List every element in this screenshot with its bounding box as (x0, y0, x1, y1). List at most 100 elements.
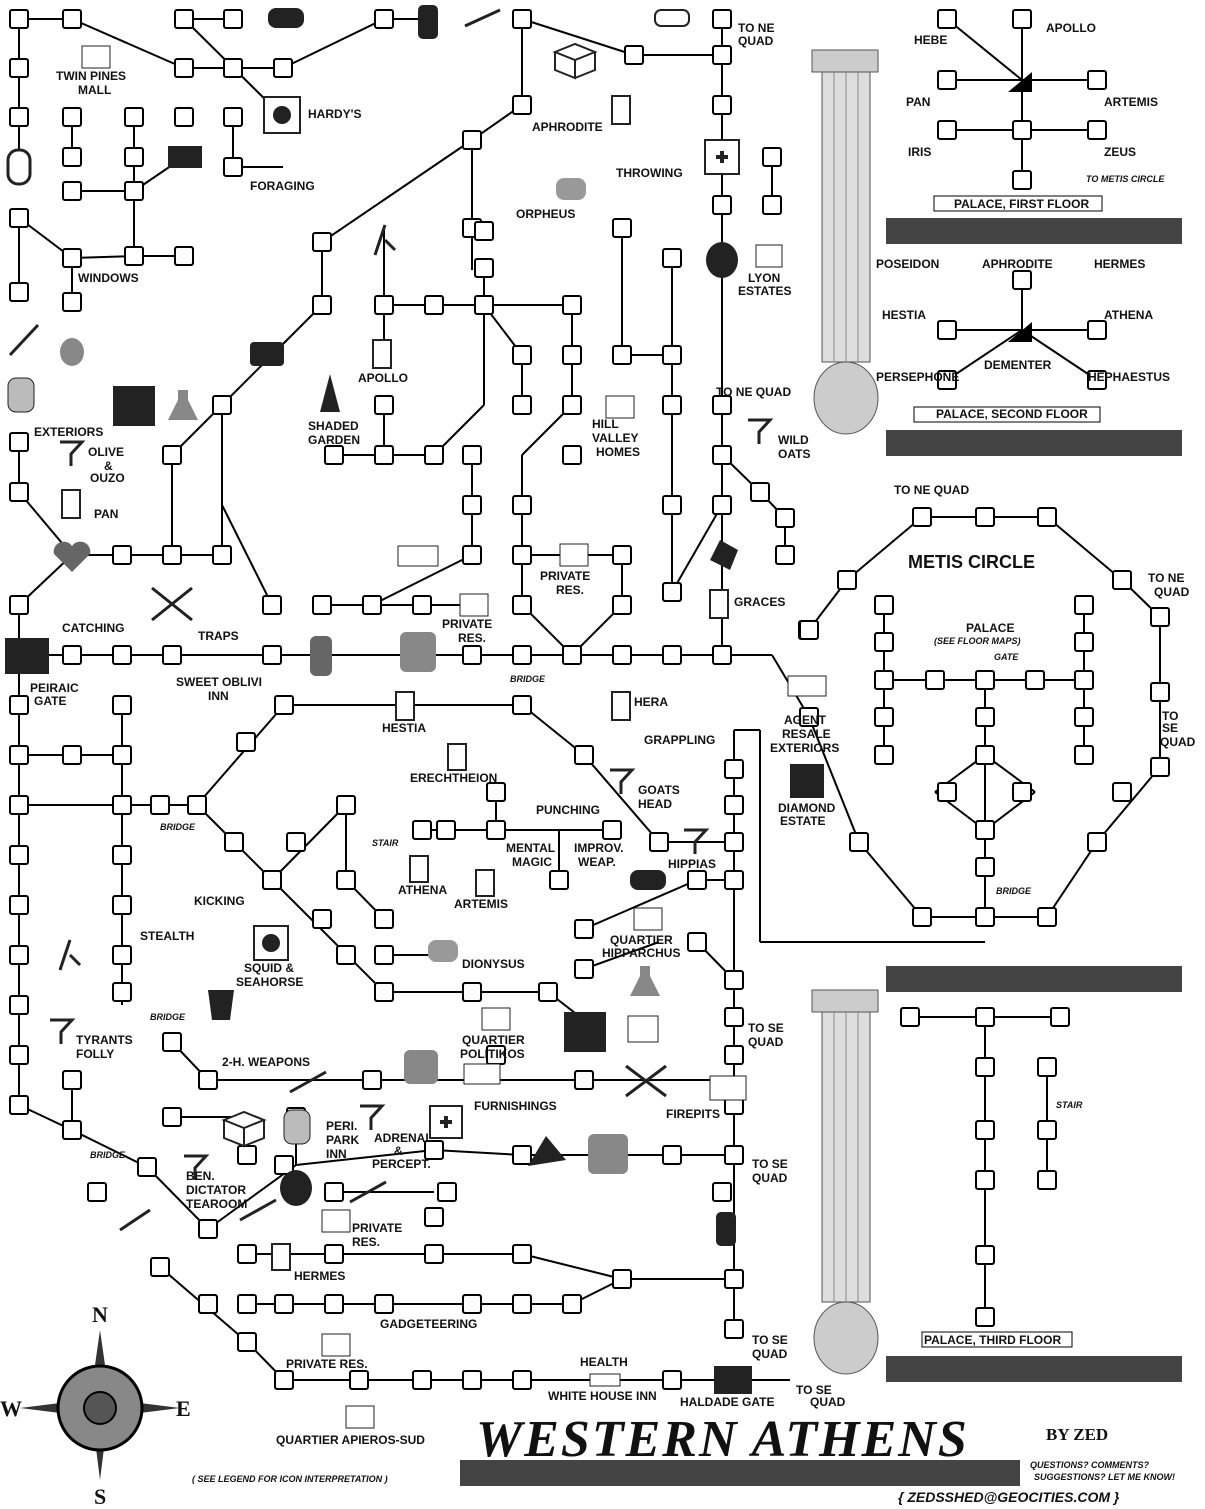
map-room[interactable] (562, 1294, 582, 1314)
map-room[interactable] (87, 1182, 107, 1202)
map-room[interactable] (237, 1145, 257, 1165)
map-room[interactable] (687, 870, 707, 890)
map-room[interactable] (712, 195, 732, 215)
map-room[interactable] (612, 645, 632, 665)
map-room[interactable] (1012, 9, 1032, 29)
map-room[interactable] (374, 909, 394, 929)
map-room[interactable] (286, 832, 306, 852)
map-room[interactable] (112, 645, 132, 665)
map-room[interactable] (975, 507, 995, 527)
map-room[interactable] (724, 1269, 744, 1289)
map-room[interactable] (374, 1294, 394, 1314)
map-room[interactable] (712, 395, 732, 415)
map-room[interactable] (474, 295, 494, 315)
map-room[interactable] (1074, 745, 1094, 765)
map-room[interactable] (724, 970, 744, 990)
map-room[interactable] (712, 495, 732, 515)
map-room[interactable] (975, 707, 995, 727)
map-room[interactable] (937, 70, 957, 90)
map-room[interactable] (975, 907, 995, 927)
map-room[interactable] (162, 545, 182, 565)
map-room[interactable] (112, 945, 132, 965)
map-room[interactable] (975, 857, 995, 877)
map-room[interactable] (549, 870, 569, 890)
map-room[interactable] (462, 1294, 482, 1314)
map-room[interactable] (1074, 670, 1094, 690)
map-room[interactable] (336, 945, 356, 965)
map-room[interactable] (112, 895, 132, 915)
map-room[interactable] (436, 820, 456, 840)
map-room[interactable] (975, 820, 995, 840)
map-room[interactable] (462, 645, 482, 665)
map-room[interactable] (687, 932, 707, 952)
map-room[interactable] (187, 795, 207, 815)
map-room[interactable] (874, 670, 894, 690)
map-room[interactable] (574, 919, 594, 939)
map-room[interactable] (9, 58, 29, 78)
map-room[interactable] (274, 1370, 294, 1390)
map-room[interactable] (912, 507, 932, 527)
map-room[interactable] (624, 45, 644, 65)
map-room[interactable] (562, 645, 582, 665)
map-room[interactable] (462, 445, 482, 465)
map-room[interactable] (975, 1057, 995, 1077)
map-room[interactable] (750, 482, 770, 502)
map-room[interactable] (237, 1294, 257, 1314)
map-room[interactable] (9, 695, 29, 715)
map-room[interactable] (849, 832, 869, 852)
map-room[interactable] (162, 1107, 182, 1127)
map-room[interactable] (1012, 120, 1032, 140)
map-room[interactable] (462, 982, 482, 1002)
map-room[interactable] (975, 1307, 995, 1327)
map-room[interactable] (512, 595, 532, 615)
map-room[interactable] (900, 1007, 920, 1027)
map-room[interactable] (1112, 782, 1132, 802)
map-room[interactable] (562, 445, 582, 465)
map-room[interactable] (174, 246, 194, 266)
map-room[interactable] (198, 1219, 218, 1239)
map-room[interactable] (262, 595, 282, 615)
map-room[interactable] (1150, 607, 1170, 627)
map-room[interactable] (374, 445, 394, 465)
map-room[interactable] (662, 582, 682, 602)
map-room[interactable] (273, 58, 293, 78)
map-room[interactable] (724, 832, 744, 852)
map-room[interactable] (137, 1157, 157, 1177)
map-room[interactable] (362, 595, 382, 615)
map-room[interactable] (223, 58, 243, 78)
map-room[interactable] (223, 157, 243, 177)
map-room[interactable] (62, 9, 82, 29)
map-room[interactable] (562, 295, 582, 315)
map-room[interactable] (198, 1294, 218, 1314)
map-room[interactable] (312, 295, 332, 315)
map-room[interactable] (724, 1007, 744, 1027)
map-room[interactable] (9, 282, 29, 302)
map-room[interactable] (62, 1070, 82, 1090)
map-room[interactable] (762, 195, 782, 215)
map-room[interactable] (9, 208, 29, 228)
map-room[interactable] (662, 495, 682, 515)
map-room[interactable] (775, 545, 795, 565)
map-room[interactable] (462, 495, 482, 515)
map-room[interactable] (324, 445, 344, 465)
map-room[interactable] (112, 795, 132, 815)
map-room[interactable] (112, 982, 132, 1002)
map-room[interactable] (62, 292, 82, 312)
map-room[interactable] (1087, 120, 1107, 140)
map-room[interactable] (336, 870, 356, 890)
map-room[interactable] (512, 495, 532, 515)
map-room[interactable] (975, 670, 995, 690)
map-room[interactable] (975, 1170, 995, 1190)
map-room[interactable] (62, 745, 82, 765)
map-room[interactable] (9, 945, 29, 965)
map-room[interactable] (512, 395, 532, 415)
map-room[interactable] (1087, 320, 1107, 340)
map-room[interactable] (538, 982, 558, 1002)
map-room[interactable] (937, 9, 957, 29)
map-room[interactable] (237, 1244, 257, 1264)
map-room[interactable] (874, 595, 894, 615)
map-room[interactable] (724, 870, 744, 890)
map-room[interactable] (150, 795, 170, 815)
map-room[interactable] (374, 295, 394, 315)
map-room[interactable] (724, 759, 744, 779)
